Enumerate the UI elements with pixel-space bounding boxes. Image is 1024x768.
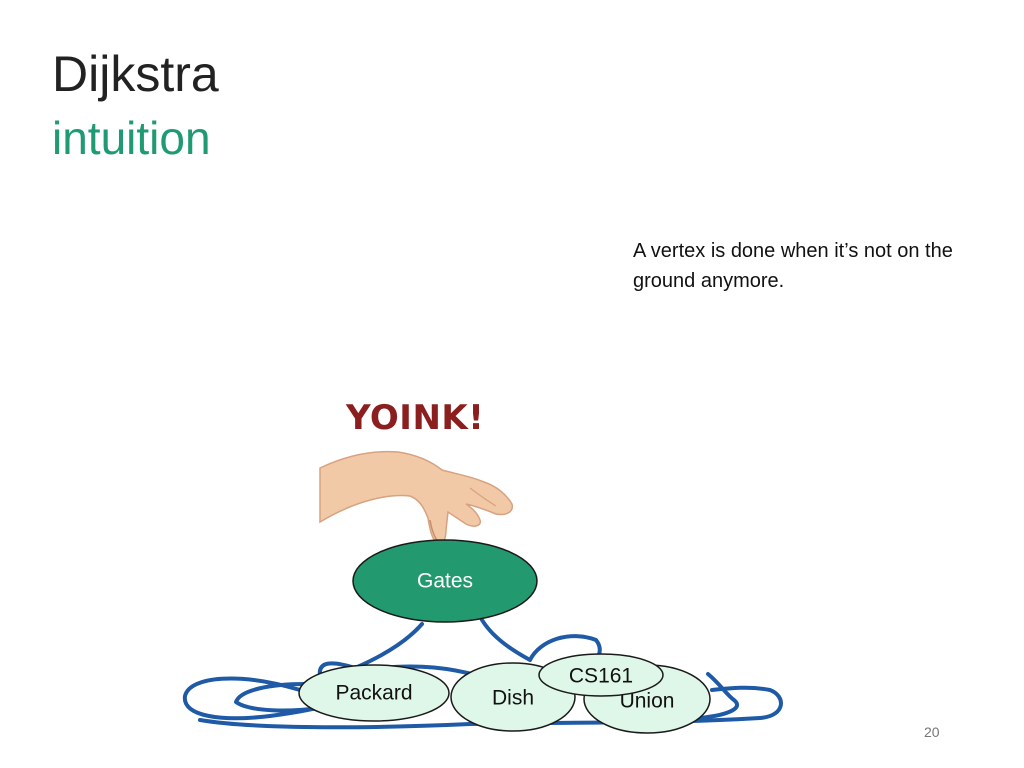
node-cs161: CS161 — [538, 653, 664, 697]
edge-gates-union — [480, 618, 602, 667]
node-union-label: Union — [620, 690, 675, 713]
explanation-note: A vertex is done when it’s not on the gr… — [633, 240, 953, 292]
node-cs161-label: CS161 — [569, 665, 633, 688]
node-gates: Gates — [352, 539, 538, 623]
yoink-caption: YOINK! — [346, 398, 485, 438]
slide-title: Dijkstra — [52, 46, 219, 102]
node-gates-label: Gates — [417, 570, 473, 593]
node-packard: Packard — [298, 664, 450, 722]
node-dish-label: Dish — [492, 687, 534, 710]
hand-pinching-icon — [319, 450, 514, 546]
edge-loop-left-inner — [234, 682, 322, 713]
edge-right-loop — [698, 672, 739, 720]
slide-subtitle: intuition — [52, 112, 211, 164]
node-packard-label: Packard — [335, 682, 412, 705]
page-number: 20 — [924, 724, 940, 740]
